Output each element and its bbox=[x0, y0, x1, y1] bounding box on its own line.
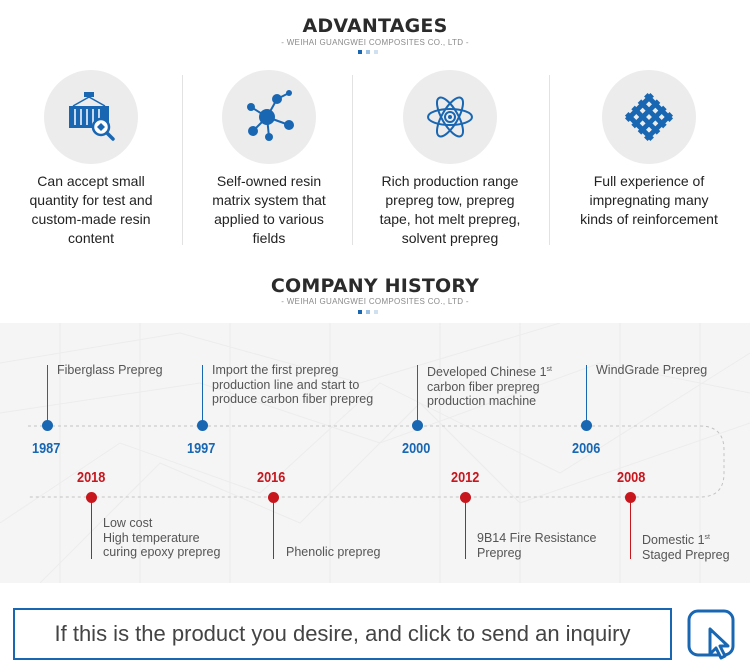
timeline-dot-2008 bbox=[625, 492, 636, 503]
advantage-item: Rich production range prepreg tow, prepr… bbox=[359, 70, 541, 250]
advantage-text: quantity for test and bbox=[29, 192, 153, 208]
event-line-text: Domestic 1st bbox=[642, 533, 710, 548]
event-line-text: carbon fiber prepreg bbox=[427, 379, 540, 394]
event-line bbox=[202, 365, 203, 425]
event-year: 2018 bbox=[77, 469, 106, 486]
advantage-item: Can accept small quantity for test and c… bbox=[0, 70, 182, 250]
event-text: WindGrade Prepreg bbox=[596, 363, 707, 378]
event-text: Import the first prepreg production line… bbox=[212, 363, 373, 407]
container-search-icon bbox=[44, 70, 138, 164]
event-year: 2000 bbox=[402, 440, 431, 457]
event-year: 1997 bbox=[187, 440, 216, 457]
advantage-text: custom-made resin bbox=[31, 211, 151, 227]
advantage-text: impregnating many bbox=[589, 192, 709, 208]
divider bbox=[549, 75, 550, 245]
event-text: 9B14 Fire Resistance Prepreg bbox=[477, 531, 597, 560]
advantage-text: content bbox=[68, 230, 114, 246]
event-line-text: Fiberglass Prepreg bbox=[57, 363, 163, 377]
event-text: Developed Chinese 1st carbon fiber prepr… bbox=[427, 363, 552, 409]
event-year: 2008 bbox=[617, 469, 646, 486]
event-line bbox=[91, 499, 92, 559]
event-line bbox=[417, 365, 418, 425]
event-line-text: produce carbon fiber prepreg bbox=[212, 392, 374, 406]
advantage-text: Rich production range bbox=[381, 173, 519, 189]
advantage-item: Full experience of impregnating many kin… bbox=[558, 70, 740, 250]
advantage-text: fields bbox=[252, 230, 286, 246]
timeline-dot-1987 bbox=[42, 420, 53, 431]
event-line-text: WindGrade Prepreg bbox=[596, 363, 708, 377]
history-timeline: Fiberglass Prepreg 1987 Import the first… bbox=[0, 323, 750, 583]
cursor-click-icon[interactable] bbox=[686, 608, 738, 660]
divider bbox=[182, 75, 183, 245]
event-text: Low cost High temperature curing epoxy p… bbox=[103, 516, 220, 560]
event-line-text: Developed Chinese 1st bbox=[427, 365, 552, 380]
event-line bbox=[586, 365, 587, 425]
timeline-dot-2006 bbox=[581, 420, 592, 431]
event-text: Fiberglass Prepreg bbox=[57, 363, 163, 378]
event-line-text: production machine bbox=[427, 394, 537, 409]
event-text: Phenolic prepreg bbox=[286, 545, 381, 560]
advantage-text: Can accept small bbox=[37, 173, 145, 189]
event-line-text: Import the first prepreg bbox=[212, 363, 339, 377]
event-line bbox=[273, 499, 274, 559]
advantage-text: matrix system that bbox=[212, 192, 326, 208]
event-year: 2016 bbox=[257, 469, 286, 486]
advantage-text: tape, hot melt prepreg, bbox=[379, 211, 521, 227]
advantages-dots bbox=[358, 50, 378, 54]
woven-fabric-icon bbox=[602, 70, 696, 164]
divider bbox=[352, 75, 353, 245]
event-line-text: production line and start to bbox=[212, 377, 360, 392]
event-line-text: 9B14 Fire Resistance bbox=[477, 531, 597, 545]
timeline-dot-2018 bbox=[86, 492, 97, 503]
inquiry-text: If this is the product you desire, and c… bbox=[54, 621, 631, 646]
event-text: Domestic 1st Staged Prepreg bbox=[642, 531, 730, 562]
advantage-text: solvent prepreg bbox=[401, 230, 499, 246]
event-year: 2006 bbox=[572, 440, 601, 457]
history-title: COMPANY HISTORY bbox=[270, 275, 480, 297]
event-line-text: Prepreg bbox=[477, 545, 522, 560]
timeline-dot-2016 bbox=[268, 492, 279, 503]
history-subtitle: - WEIHAI GUANGWEI COMPOSITES CO., LTD - bbox=[281, 297, 469, 306]
advantage-item: Self-owned resin matrix system that appl… bbox=[178, 70, 360, 250]
event-year: 1987 bbox=[32, 440, 61, 457]
inquiry-button[interactable]: If this is the product you desire, and c… bbox=[13, 608, 672, 660]
network-nodes-icon bbox=[222, 70, 316, 164]
event-line-text: High temperature bbox=[103, 530, 200, 545]
timeline-dot-2000 bbox=[412, 420, 423, 431]
background-pattern bbox=[0, 323, 750, 583]
advantages-title: ADVANTAGES bbox=[302, 15, 448, 37]
event-line bbox=[465, 499, 466, 559]
advantage-text: prepreg tow, prepreg bbox=[385, 192, 515, 208]
advantage-text: applied to various bbox=[214, 211, 324, 227]
atom-icon bbox=[403, 70, 497, 164]
timeline-dot-2012 bbox=[460, 492, 471, 503]
event-line-text: Phenolic prepreg bbox=[286, 545, 381, 559]
event-line bbox=[630, 499, 631, 559]
event-line bbox=[47, 365, 48, 425]
advantage-text: Self-owned resin bbox=[216, 173, 322, 189]
timeline-dot-1997 bbox=[197, 420, 208, 431]
event-line-text: curing epoxy prepreg bbox=[103, 545, 221, 559]
event-line-text: Staged Prepreg bbox=[642, 547, 730, 562]
history-dots bbox=[358, 310, 378, 314]
advantage-text: Full experience of bbox=[593, 173, 705, 189]
advantage-text: kinds of reinforcement bbox=[580, 211, 718, 227]
event-year: 2012 bbox=[451, 469, 480, 486]
event-line-text: Low cost bbox=[103, 516, 153, 530]
advantages-subtitle: - WEIHAI GUANGWEI COMPOSITES CO., LTD - bbox=[281, 38, 469, 47]
